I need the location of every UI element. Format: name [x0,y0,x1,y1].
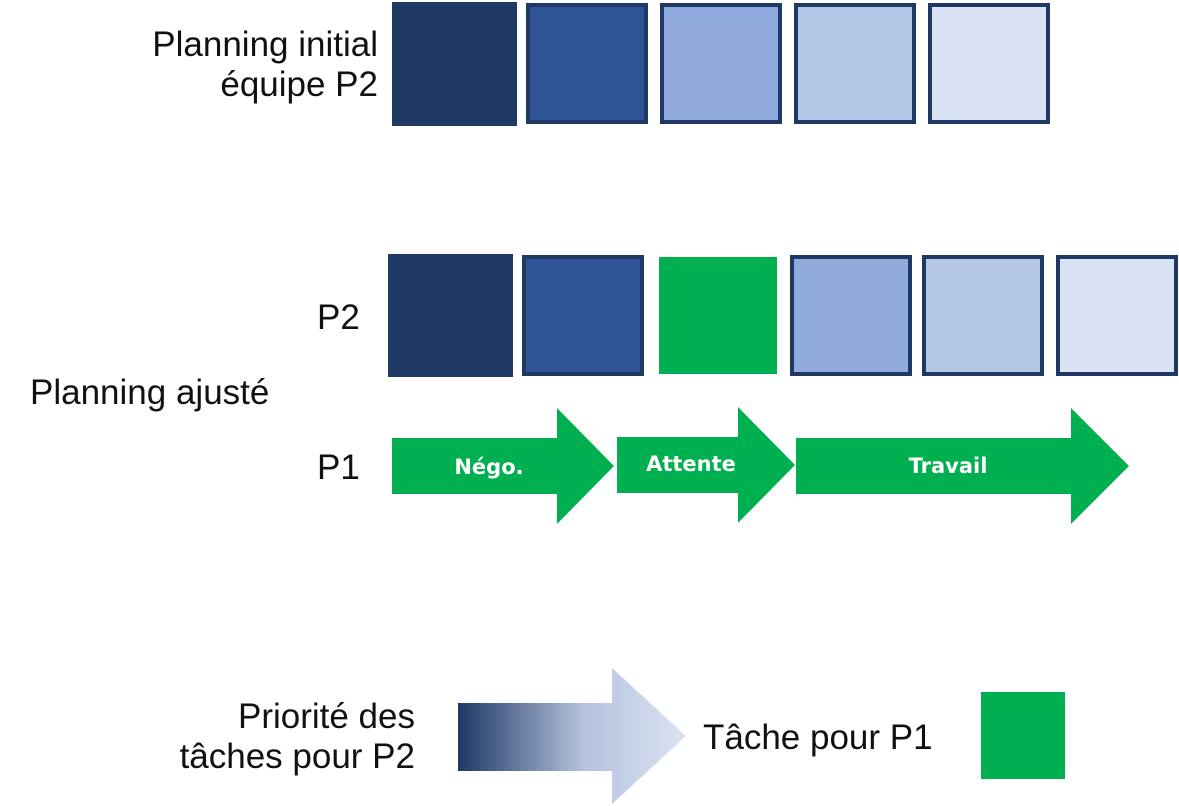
adjusted-planning-label: Planning ajusté [30,373,270,412]
adjusted-p2-task-3 [790,255,912,376]
p1-arrow-nego [392,408,614,524]
adjusted-p2-task-5 [1056,255,1178,376]
adjusted-p2-task-2 [522,255,644,376]
initial-task-1 [392,2,517,126]
initial-task-4 [794,3,916,124]
priority-legend-label: Priorité des tâches pour P2 [179,697,415,776]
p1-label: P1 [317,448,360,487]
p1-step-attente: Attente [646,452,736,476]
p1-task-legend-swatch [981,692,1065,779]
adjusted-p2-task-1 [388,254,513,377]
initial-planning-label: Planning initial équipe P2 [152,25,378,104]
initial-task-3 [660,3,782,124]
p1-step-nego: Négo. [454,455,524,479]
adjusted-p2-task-4 [922,255,1044,376]
p1-task-legend-label: Tâche pour P1 [703,718,933,757]
adjusted-p1-task [659,257,777,374]
p1-arrow-attente [617,407,795,523]
initial-task-5 [928,3,1050,124]
p1-arrow-travail [796,408,1129,524]
initial-task-2 [526,3,648,124]
priority-gradient-arrow [458,668,686,804]
p1-step-travail: Travail [908,454,988,478]
p2-label: P2 [317,298,360,337]
